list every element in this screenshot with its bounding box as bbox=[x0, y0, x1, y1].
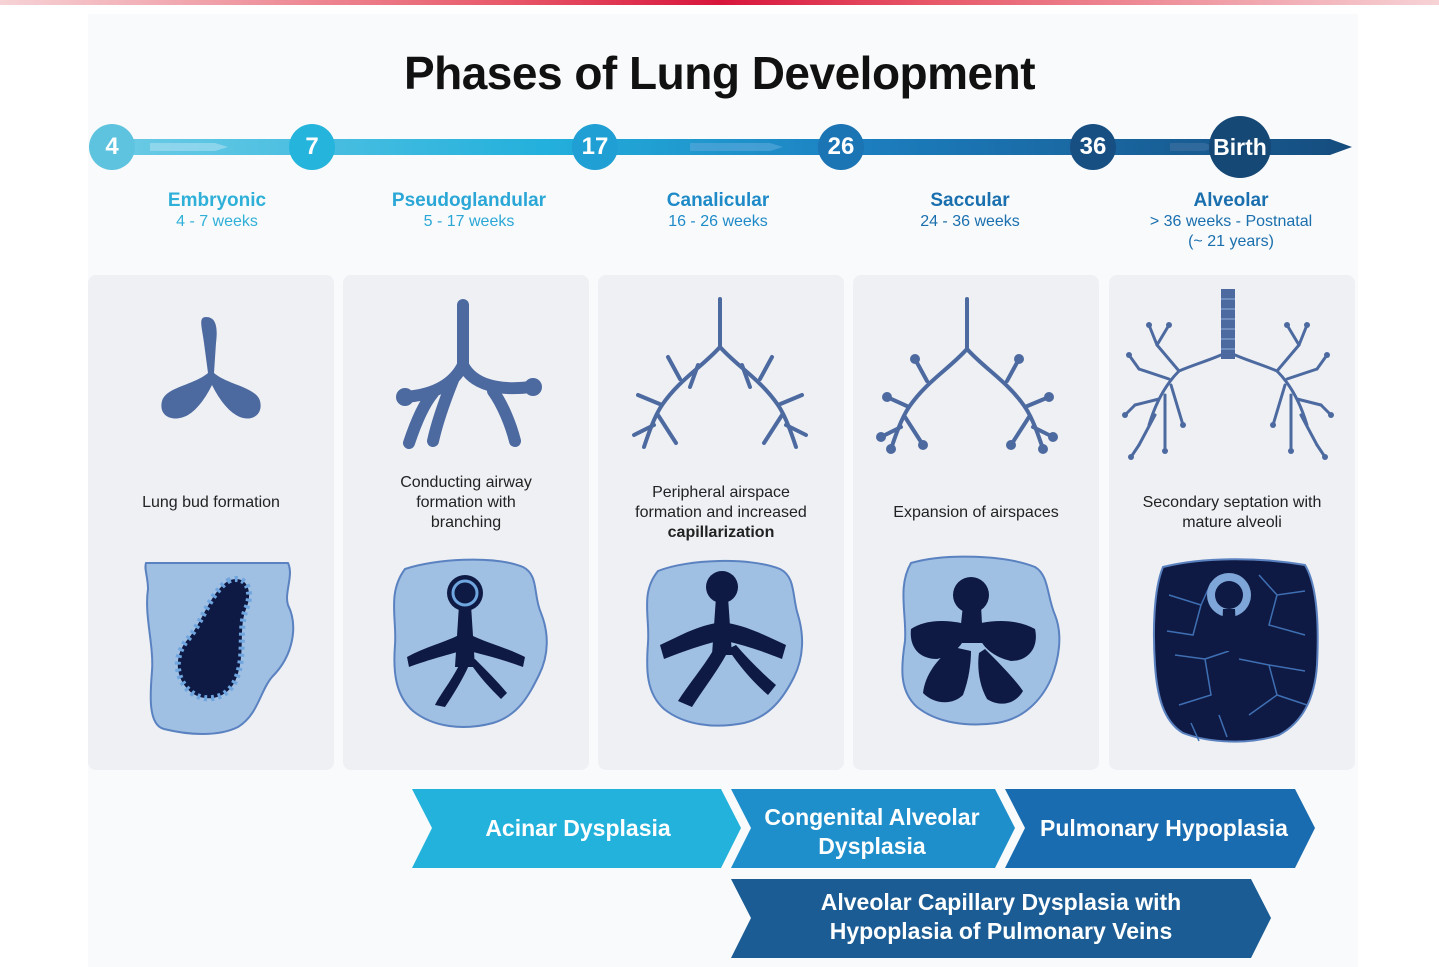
phase-name: Embryonic bbox=[167, 190, 267, 211]
card-embryonic: Lung bud formation bbox=[88, 275, 334, 770]
lung-bud-shape bbox=[161, 317, 261, 419]
desc-line: branching bbox=[430, 514, 502, 531]
card-pseudoglandular: Conducting airway formation with branchi… bbox=[343, 275, 589, 770]
phase-range: > 36 weeks - Postnatal bbox=[1149, 213, 1313, 230]
phase-range: 5 - 17 weeks bbox=[423, 213, 515, 230]
card-canalicular: Peripheral airspace formation and increa… bbox=[598, 275, 844, 770]
phase-name: Alveolar bbox=[1193, 190, 1269, 211]
tissue-section-saccular bbox=[901, 555, 1061, 726]
top-accent-bar bbox=[0, 0, 1439, 5]
phase-canalicular: Canalicular 16 - 26 weeks bbox=[593, 190, 843, 232]
timeline-chevron bbox=[150, 143, 228, 151]
banner-label-acd: Alveolar Capillary Dysplasia with Hypopl… bbox=[758, 888, 1244, 946]
phase-range: 4 - 7 weeks bbox=[176, 213, 258, 230]
congenital-alveolar-dysplasia-banner bbox=[731, 789, 1015, 868]
tissue-section-embryonic bbox=[144, 562, 295, 735]
card-description: Peripheral airspace formation and increa… bbox=[606, 483, 836, 543]
timeline-node-36: 36 bbox=[1070, 124, 1116, 170]
acd-mpv-banner bbox=[731, 879, 1271, 958]
desc-line: Peripheral airspace bbox=[652, 484, 790, 501]
acinar-dysplasia-banner bbox=[412, 789, 741, 868]
saccular-airway-illustration bbox=[876, 297, 1058, 454]
card-saccular: Expansion of airspaces bbox=[853, 275, 1099, 770]
desc-line-bold: capillarization bbox=[667, 524, 775, 541]
timeline-node-17: 17 bbox=[572, 124, 618, 170]
desc-line: mature alveoli bbox=[1182, 514, 1282, 531]
banner-line: Alveolar Capillary Dysplasia with bbox=[820, 889, 1182, 915]
timeline-node-7: 7 bbox=[289, 124, 335, 170]
desc-line: Conducting airway bbox=[400, 474, 532, 491]
banner-line: Hypoplasia of Pulmonary Veins bbox=[829, 918, 1173, 944]
phase-name: Canalicular bbox=[666, 190, 770, 211]
timeline-node-4: 4 bbox=[89, 124, 135, 170]
timeline-node-26: 26 bbox=[818, 124, 864, 170]
card-description: Lung bud formation bbox=[96, 493, 326, 513]
phase-pseudoglandular: Pseudoglandular 5 - 17 weeks bbox=[344, 190, 594, 232]
card-description: Conducting airway formation with branchi… bbox=[351, 473, 581, 533]
timeline-node-birth: Birth bbox=[1209, 116, 1271, 178]
timeline-chevron bbox=[690, 143, 783, 151]
lumen bbox=[174, 576, 253, 702]
banner-label-acinar: Acinar Dysplasia bbox=[485, 815, 671, 841]
banner-label-cad: Congenital Alveolar Dysplasia bbox=[748, 803, 996, 861]
phase-alveolar: Alveolar > 36 weeks - Postnatal (~ 21 ye… bbox=[1106, 190, 1356, 252]
desc-line: formation and increased bbox=[635, 504, 807, 521]
phase-name: Saccular bbox=[930, 190, 1010, 211]
desc-line: Secondary septation with bbox=[1142, 494, 1322, 511]
pulmonary-hypoplasia-banner bbox=[1005, 789, 1315, 868]
canalicular-airway-illustration bbox=[632, 297, 808, 449]
desc-line: Lung bud formation bbox=[142, 494, 280, 511]
phase-name: Pseudoglandular bbox=[391, 190, 547, 211]
lung-bud-illustration bbox=[161, 317, 261, 419]
card-description: Secondary septation with mature alveoli bbox=[1117, 493, 1347, 533]
phase-saccular: Saccular 24 - 36 weeks bbox=[845, 190, 1095, 232]
card-alveolar: Secondary septation with mature alveoli bbox=[1109, 275, 1355, 770]
tissue-section-pseudoglandular bbox=[393, 558, 548, 728]
timeline-arrow bbox=[111, 139, 1352, 155]
card-description: Expansion of airspaces bbox=[861, 503, 1091, 523]
phase-embryonic: Embryonic 4 - 7 weeks bbox=[92, 190, 342, 232]
mature-lung-illustration bbox=[1122, 289, 1334, 460]
banner-line: Congenital Alveolar bbox=[764, 804, 980, 830]
banner-label-hypoplasia: Pulmonary Hypoplasia bbox=[1040, 815, 1288, 841]
desc-line: Expansion of airspaces bbox=[893, 504, 1059, 521]
phase-range: 16 - 26 weeks bbox=[668, 213, 768, 230]
phase-range: 24 - 36 weeks bbox=[920, 213, 1020, 230]
tissue-section-alveolar bbox=[1152, 558, 1319, 743]
desc-line: formation with bbox=[416, 494, 516, 511]
figure-title: Phases of Lung Development bbox=[403, 47, 1036, 99]
timeline-chevron bbox=[1170, 143, 1215, 151]
phase-range-extra: (~ 21 years) bbox=[1188, 233, 1274, 250]
banner-line: Dysplasia bbox=[818, 833, 926, 859]
branching-airway-illustration bbox=[396, 299, 542, 449]
tissue-section-canalicular bbox=[646, 560, 804, 727]
